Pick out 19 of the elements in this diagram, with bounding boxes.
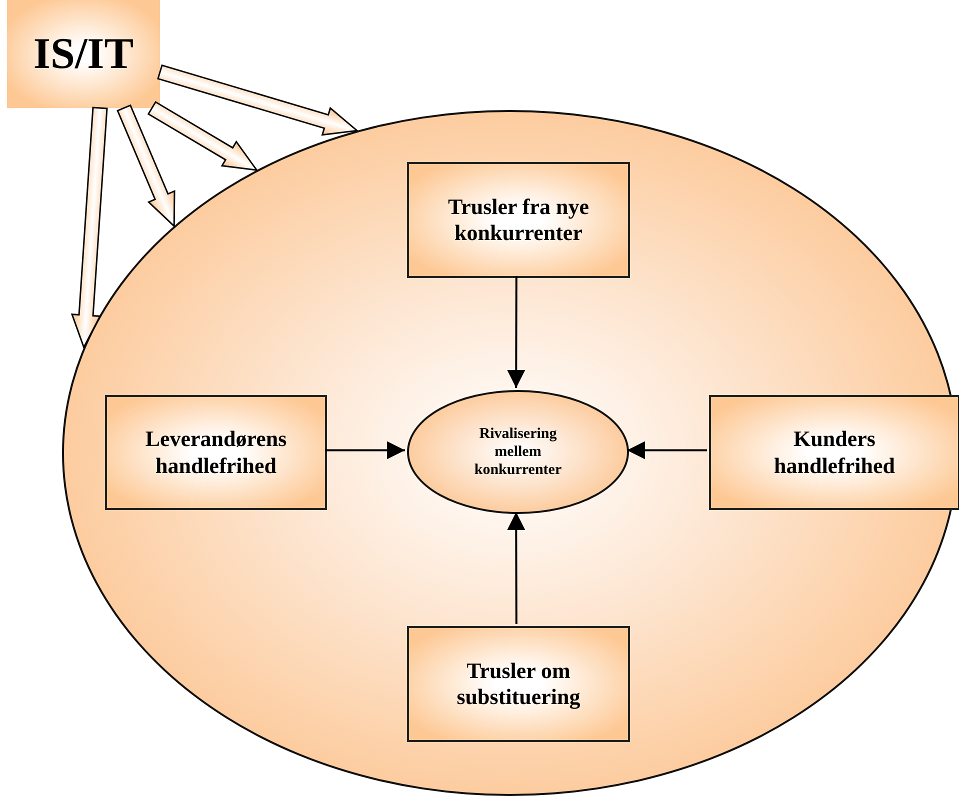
block-arrow: [116, 104, 176, 228]
node-label: Rivalisering mellem konkurrenter: [473, 425, 563, 479]
block-arrow: [70, 106, 108, 350]
force-box: [105, 395, 327, 510]
arrow: [325, 441, 405, 460]
node-label: Trusler om substituering: [456, 658, 582, 710]
node-label: Leverandørens handlefrihed: [144, 426, 288, 479]
node-label: IS/IT: [33, 28, 134, 80]
arrow: [627, 441, 707, 460]
label-box: [7, 0, 160, 108]
arrow: [507, 276, 526, 388]
force-box: [407, 162, 630, 278]
block-arrow: [157, 64, 359, 136]
force-box: [407, 626, 630, 742]
block-arrow: [147, 100, 258, 172]
node-label: Trusler fra nye konkurrenter: [447, 194, 590, 246]
node-label: Kunders handlefrihed: [772, 426, 896, 479]
arrow: [507, 512, 526, 624]
force-box: [709, 395, 959, 510]
